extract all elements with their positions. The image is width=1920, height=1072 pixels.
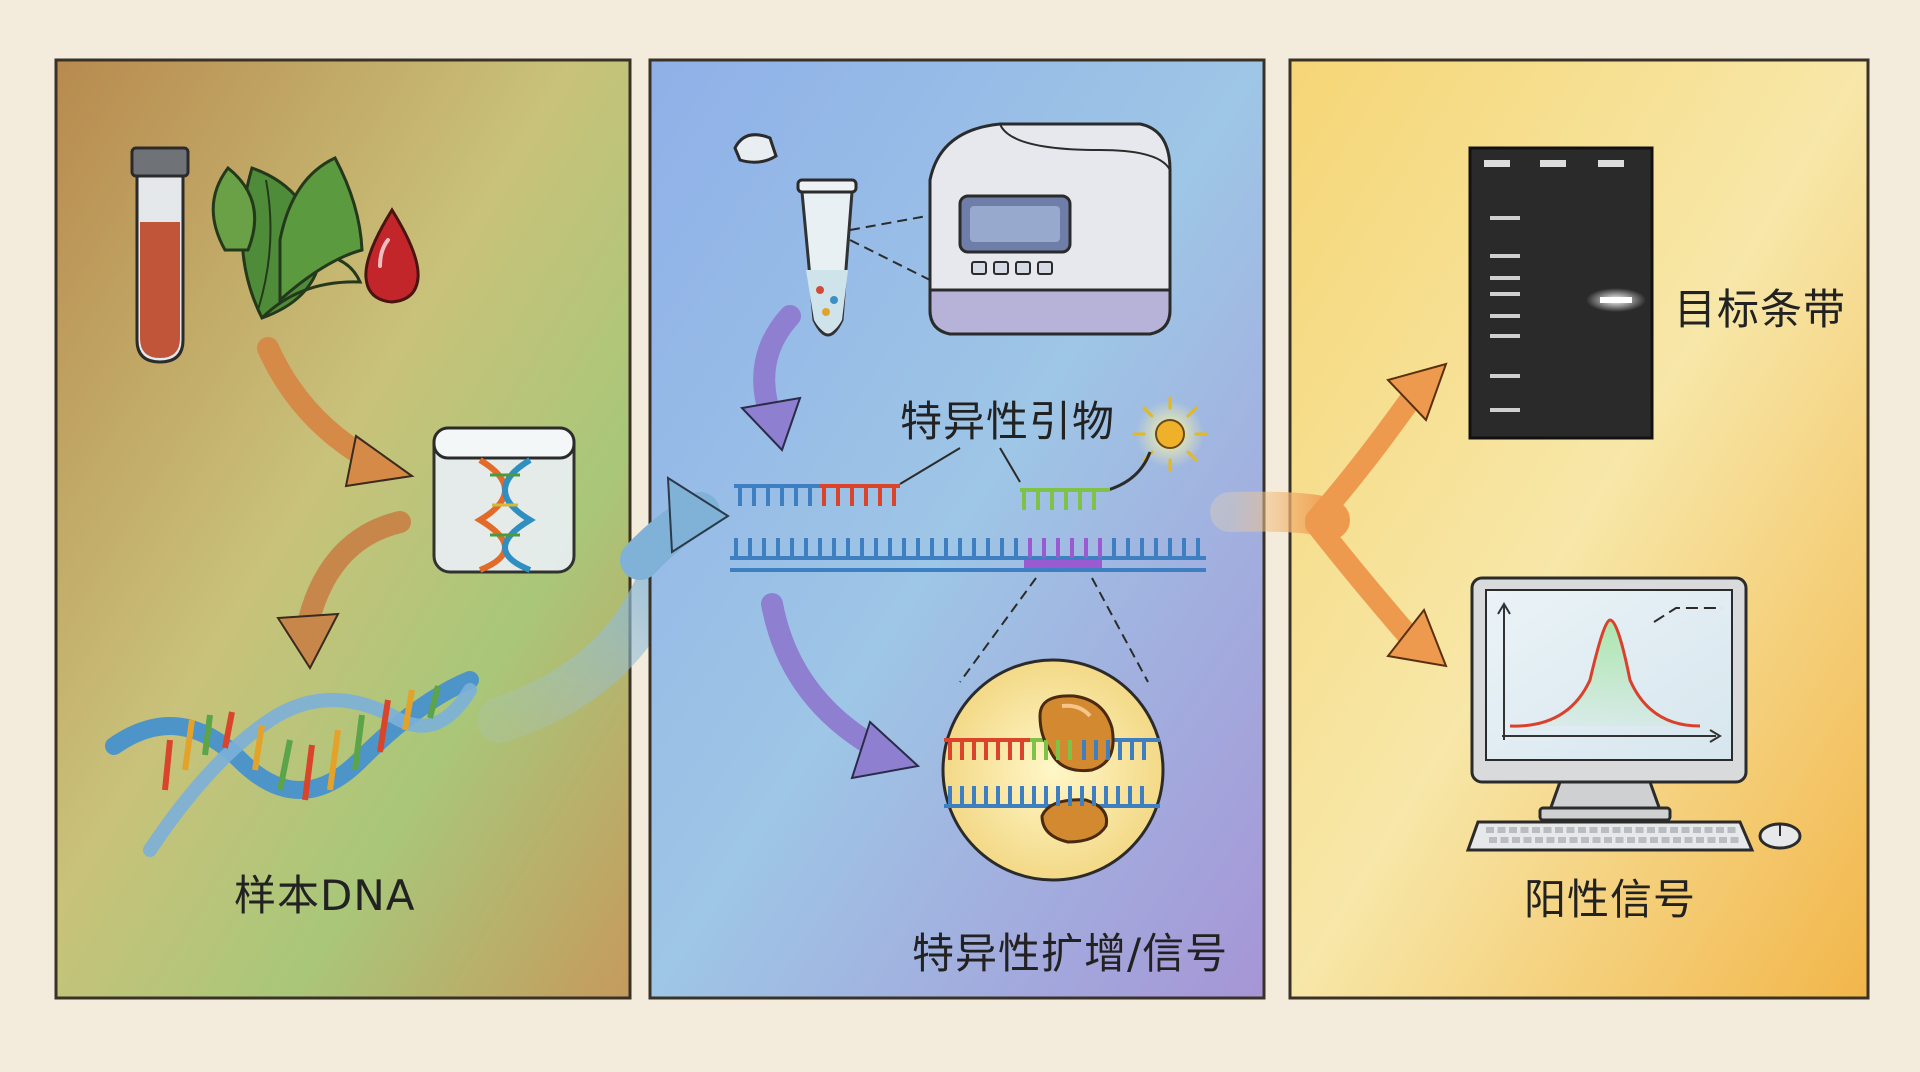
key	[1670, 827, 1678, 833]
primer-bases	[738, 486, 1096, 510]
fluorophore-icon	[1107, 396, 1208, 492]
key	[1509, 827, 1517, 833]
key	[1489, 837, 1497, 843]
key	[1716, 827, 1724, 833]
key	[1566, 827, 1575, 833]
test-tube-icon	[130, 146, 190, 364]
keyboard-icon	[1465, 820, 1755, 852]
key	[1647, 827, 1655, 833]
primer-label: 特异性引物	[900, 397, 1116, 446]
leaf-icon	[211, 156, 364, 320]
key	[1520, 827, 1529, 833]
arrow-head-into-panel2	[620, 476, 730, 580]
key	[1546, 837, 1555, 843]
arrow-to-extraction	[257, 337, 415, 488]
key	[1569, 837, 1578, 843]
key	[1486, 827, 1494, 833]
arrow-to-dna	[276, 511, 411, 670]
key	[1558, 837, 1566, 843]
key	[1684, 837, 1693, 843]
key	[1612, 827, 1621, 833]
gel-icon	[1468, 146, 1654, 440]
arrow-to-primers	[739, 305, 802, 452]
key	[1727, 827, 1736, 833]
key	[1615, 837, 1624, 843]
key	[1704, 827, 1713, 833]
key	[1604, 837, 1612, 843]
key	[1673, 837, 1681, 843]
key	[1707, 837, 1716, 843]
key	[1601, 827, 1609, 833]
key	[1650, 837, 1658, 843]
key	[1638, 837, 1647, 843]
polymerase-icon	[941, 658, 1165, 882]
key	[1497, 827, 1506, 833]
zoom-bases	[948, 740, 1146, 806]
dna-jar-icon	[432, 426, 576, 574]
key	[1543, 827, 1552, 833]
arrow-to-signal	[761, 593, 921, 780]
key	[1624, 827, 1632, 833]
key	[1555, 827, 1563, 833]
key	[1681, 827, 1690, 833]
key	[1512, 837, 1520, 843]
dna-helix-icon	[105, 671, 479, 857]
thermocycler-icon	[928, 122, 1172, 336]
key	[1730, 837, 1739, 843]
key	[1581, 837, 1589, 843]
sample-label: 样本DNA	[234, 871, 416, 920]
key	[1661, 837, 1670, 843]
blood-drop-icon	[364, 207, 420, 304]
key	[1693, 827, 1701, 833]
key	[1532, 827, 1540, 833]
key	[1500, 837, 1509, 843]
positive-signal-label: 阳性信号	[1524, 875, 1697, 924]
key	[1589, 827, 1598, 833]
key	[1535, 837, 1543, 843]
microtube-icon	[733, 133, 858, 337]
template-bases	[734, 538, 1200, 558]
computer-monitor-icon	[1470, 576, 1748, 822]
key	[1719, 837, 1727, 843]
key	[1592, 837, 1601, 843]
amplification-signal-label: 特异性扩增/信号	[912, 929, 1229, 978]
key	[1658, 827, 1667, 833]
key	[1635, 827, 1644, 833]
key	[1523, 837, 1532, 843]
mouse-icon	[1758, 822, 1802, 850]
gel-band-label: 目标条带	[1674, 285, 1847, 334]
key	[1696, 837, 1704, 843]
arrow-to-detection	[1210, 362, 1448, 668]
key	[1627, 837, 1635, 843]
key	[1578, 827, 1586, 833]
